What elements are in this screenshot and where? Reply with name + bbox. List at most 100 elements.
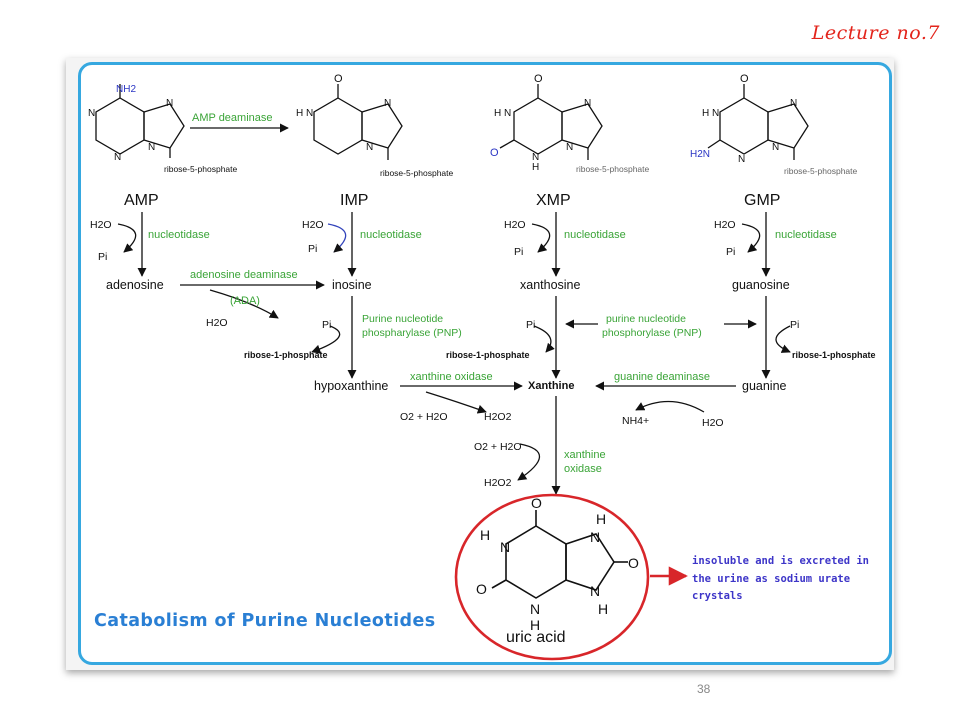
xmp-h: H (494, 108, 501, 119)
uric-h3: H (530, 617, 540, 633)
guanosine-label: guanosine (732, 278, 790, 292)
xanthine-oxidase-2-line1: xanthine (564, 449, 606, 461)
h2o-ada: H2O (206, 317, 228, 329)
xmp-o2: O (490, 147, 499, 159)
ada-label: (ADA) (230, 295, 260, 307)
gmp-ribose: ribose-5-phosphate (784, 166, 858, 176)
imp-n7: N (384, 98, 391, 109)
nucleotidase-amp: nucleotidase (148, 229, 210, 241)
ribose1-guanosine: ribose-1-phosphate (792, 350, 876, 360)
amp-structure (95, 84, 185, 158)
uric-o2: O (476, 581, 487, 597)
imp-h: H (296, 108, 303, 119)
pnp-left-line1: Purine nucleotide (362, 313, 443, 325)
diagram-frame (78, 62, 892, 665)
xmp-n1: N (504, 108, 511, 119)
adenosine-label: adenosine (106, 278, 164, 292)
uric-n7: N (590, 529, 600, 545)
pi-xmp: Pi (514, 246, 523, 258)
uric-acid-highlight (454, 493, 650, 661)
guanine-label: guanine (742, 379, 787, 393)
xanthine-oxidase-2-line2: oxidase (564, 463, 602, 475)
uric-o6: O (531, 495, 542, 511)
lecture-label: Lecture no.7 (811, 22, 940, 44)
gmp-h: H (702, 108, 709, 119)
h2o-gmp: H2O (714, 219, 736, 231)
guanine-deaminase-label: guanine deaminase (614, 371, 710, 383)
imp-o: O (334, 73, 343, 85)
ribose1-xanthosine: ribose-1-phosphate (446, 350, 530, 360)
xmp-h3: H (532, 162, 539, 173)
xanthosine-label: xanthosine (520, 278, 581, 292)
uric-n3: N (530, 601, 540, 617)
diagram-title: Catabolism of Purine Nucleotides (94, 611, 436, 631)
pnp-left-line2: phospharylase (PNP) (362, 327, 462, 339)
uric-n9: N (590, 583, 600, 599)
pi-imp: Pi (308, 243, 317, 255)
imp-n9: N (366, 142, 373, 153)
pi-xanthosine: Pi (526, 319, 535, 331)
pnp-right-line2: phosphorylase (PNP) (602, 327, 702, 339)
xmp-label: XMP (536, 192, 571, 209)
amp-nh2-label: NH2 (116, 84, 136, 95)
gmp-structure (707, 84, 809, 160)
pnp-right-line1: purine nucleotide (606, 313, 686, 325)
o2-h2o-hypox: O2 + H2O (400, 411, 448, 423)
nucleotidase-imp: nucleotidase (360, 229, 422, 241)
gmp-label: GMP (744, 192, 780, 209)
pi-inosine: Pi (322, 319, 331, 331)
amp-label: AMP (124, 192, 159, 209)
nucleotidase-gmp: nucleotidase (775, 229, 837, 241)
adenosine-deaminase-label: adenosine deaminase (190, 269, 298, 281)
h2o-xmp: H2O (504, 219, 526, 231)
pi-amp: Pi (98, 251, 107, 263)
nucleotidase-arrows (117, 212, 771, 277)
xmp-n9: N (566, 142, 573, 153)
gmp-n7: N (790, 98, 797, 109)
imp-label: IMP (340, 192, 368, 209)
page-number: 38 (697, 682, 711, 696)
xmp-structure (499, 84, 603, 160)
uric-h9: H (598, 601, 608, 617)
nh4-guanine: NH4+ (622, 415, 649, 427)
h2o-imp: H2O (302, 219, 324, 231)
inosine-label: inosine (332, 278, 372, 292)
pnp-arrows (311, 296, 791, 379)
gmp-n9: N (772, 142, 779, 153)
amp-n1: N (88, 108, 95, 119)
uric-n1: N (500, 539, 510, 555)
uric-o8: O (628, 555, 639, 571)
xanthine-label: Xanthine (528, 380, 574, 392)
xmp-n3: N (532, 152, 539, 163)
xanthine-oxidase-label: xanthine oxidase (410, 371, 493, 383)
h2o-amp: H2O (90, 219, 112, 231)
imp-n1: N (306, 108, 313, 119)
ribose1-inosine: ribose-1-phosphate (244, 350, 328, 360)
imp-ribose: ribose-5-phosphate (380, 168, 454, 178)
amp-ribose: ribose-5-phosphate (164, 164, 238, 174)
pi-guanosine: Pi (790, 319, 799, 331)
gmp-h2n-label: H2N (690, 149, 710, 160)
o2-h2o-xanthine: O2 + H2O (474, 441, 522, 453)
xmp-o6: O (534, 73, 543, 85)
uric-acid-label: uric acid (506, 629, 566, 646)
base-arrows (400, 381, 736, 495)
h2o2-hypox: H2O2 (484, 411, 512, 423)
gmp-n3: N (738, 154, 745, 165)
uric-h1: H (480, 527, 490, 543)
nucleotidase-xmp: nucleotidase (564, 229, 626, 241)
hypoxanthine-label: hypoxanthine (314, 379, 388, 393)
imp-structure (313, 84, 403, 160)
amp-n9: N (148, 142, 155, 153)
uric-h7: H (596, 511, 606, 527)
amp-n7: N (166, 98, 173, 109)
amp-n3: N (114, 152, 121, 163)
h2o-guanine: H2O (702, 417, 724, 429)
xmp-ribose: ribose-5-phosphate (576, 164, 650, 174)
gmp-o: O (740, 73, 749, 85)
uric-acid-structure (491, 510, 628, 599)
amp-deaminase-label: AMP deaminase (192, 112, 273, 124)
h2o2-xanthine: H2O2 (484, 477, 512, 489)
xmp-n7: N (584, 98, 591, 109)
